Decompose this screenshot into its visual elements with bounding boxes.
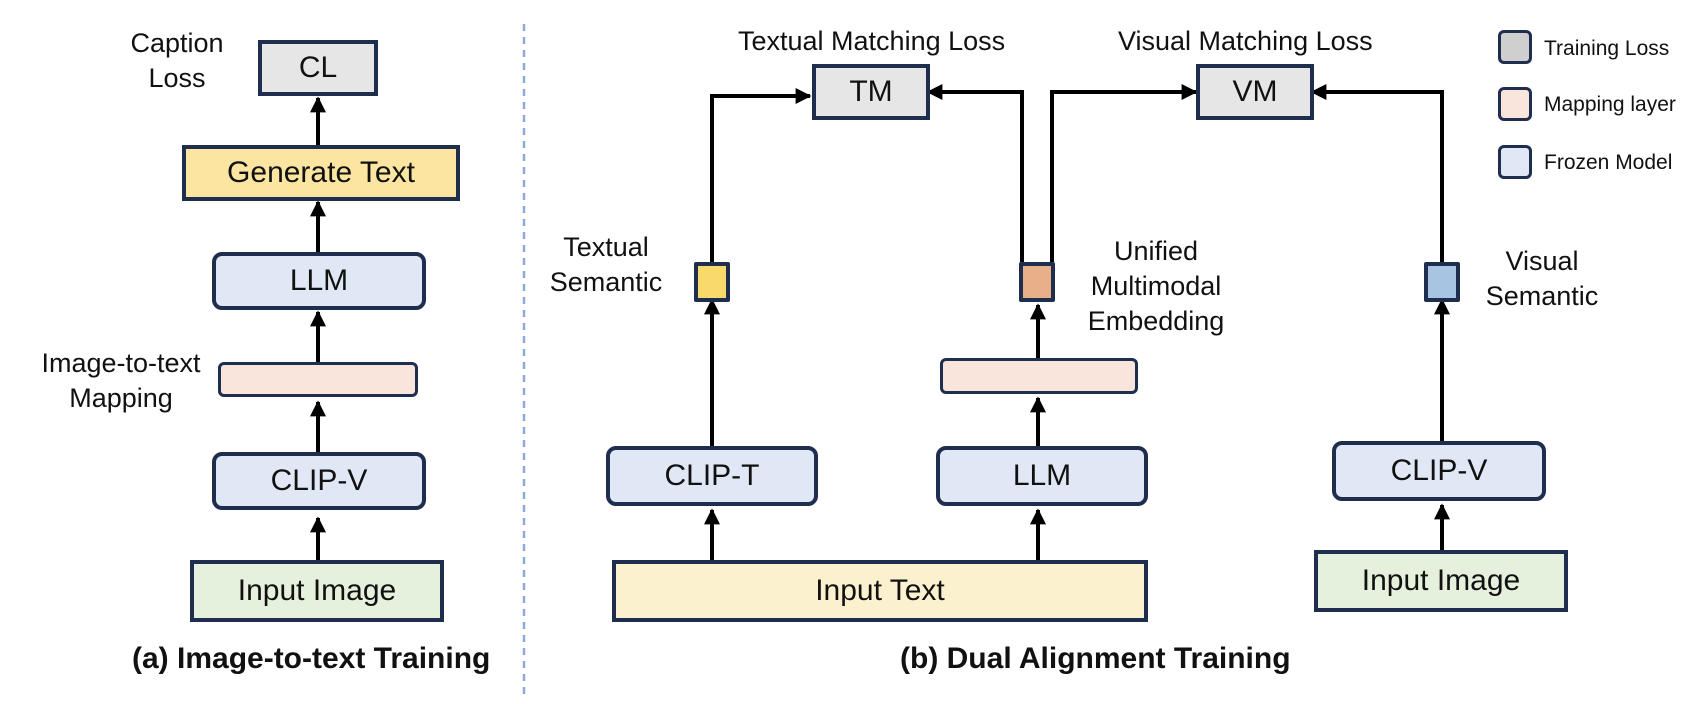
input-image-box-a: Input Image [190,560,444,622]
unified-embedding-square [1019,262,1055,302]
tm-box: TM [812,64,930,120]
legend-swatch-mapping-layer [1498,87,1532,121]
llm-box-b: LLM [936,446,1148,506]
image-to-text-mapping-label: Image-to-text Mapping [41,348,201,414]
cl-box: CL [258,40,378,96]
caption-loss-label: Caption Loss [130,28,224,94]
arrow-unified-to-vm [1050,84,1198,262]
input-image-box-b: Input Image [1314,550,1568,612]
legend-swatch-training-loss [1498,30,1532,64]
panel-b-title: (b) Dual Alignment Training [900,642,1291,675]
legend-label-training-loss: Training Loss [1544,37,1670,60]
input-text-box: Input Text [612,560,1148,622]
arrow-textual-semantic-to-tm [710,88,812,262]
legend-swatch-frozen-model [1498,145,1532,179]
generate-text-box: Generate Text [182,145,460,201]
mapping-layer-a [218,362,418,397]
visual-semantic-label: Visual Semantic [1485,246,1599,312]
visual-semantic-square [1424,262,1460,302]
textual-semantic-square [694,262,730,302]
clip-v-box-b: CLIP-V [1332,441,1546,501]
clip-v-box-a: CLIP-V [212,452,426,510]
visual-matching-loss-label: Visual Matching Loss [1118,26,1373,56]
vm-box: VM [1196,64,1314,120]
legend-label-frozen-model: Frozen Model [1544,151,1673,174]
legend-label-mapping-layer: Mapping layer [1544,93,1676,116]
mapping-layer-b [940,358,1138,394]
llm-box-a: LLM [212,252,426,310]
arrow-visual-semantic-to-vm [1310,84,1444,262]
unified-multimodal-embedding-label: Unified Multimodal Embedding [1087,236,1225,337]
textual-matching-loss-label: Textual Matching Loss [738,26,1006,56]
panel-a-title: (a) Image-to-text Training [132,642,491,675]
clip-t-box: CLIP-T [606,446,818,506]
textual-semantic-label: Textual Semantic [549,232,663,298]
arrow-unified-to-tm [926,84,1024,262]
